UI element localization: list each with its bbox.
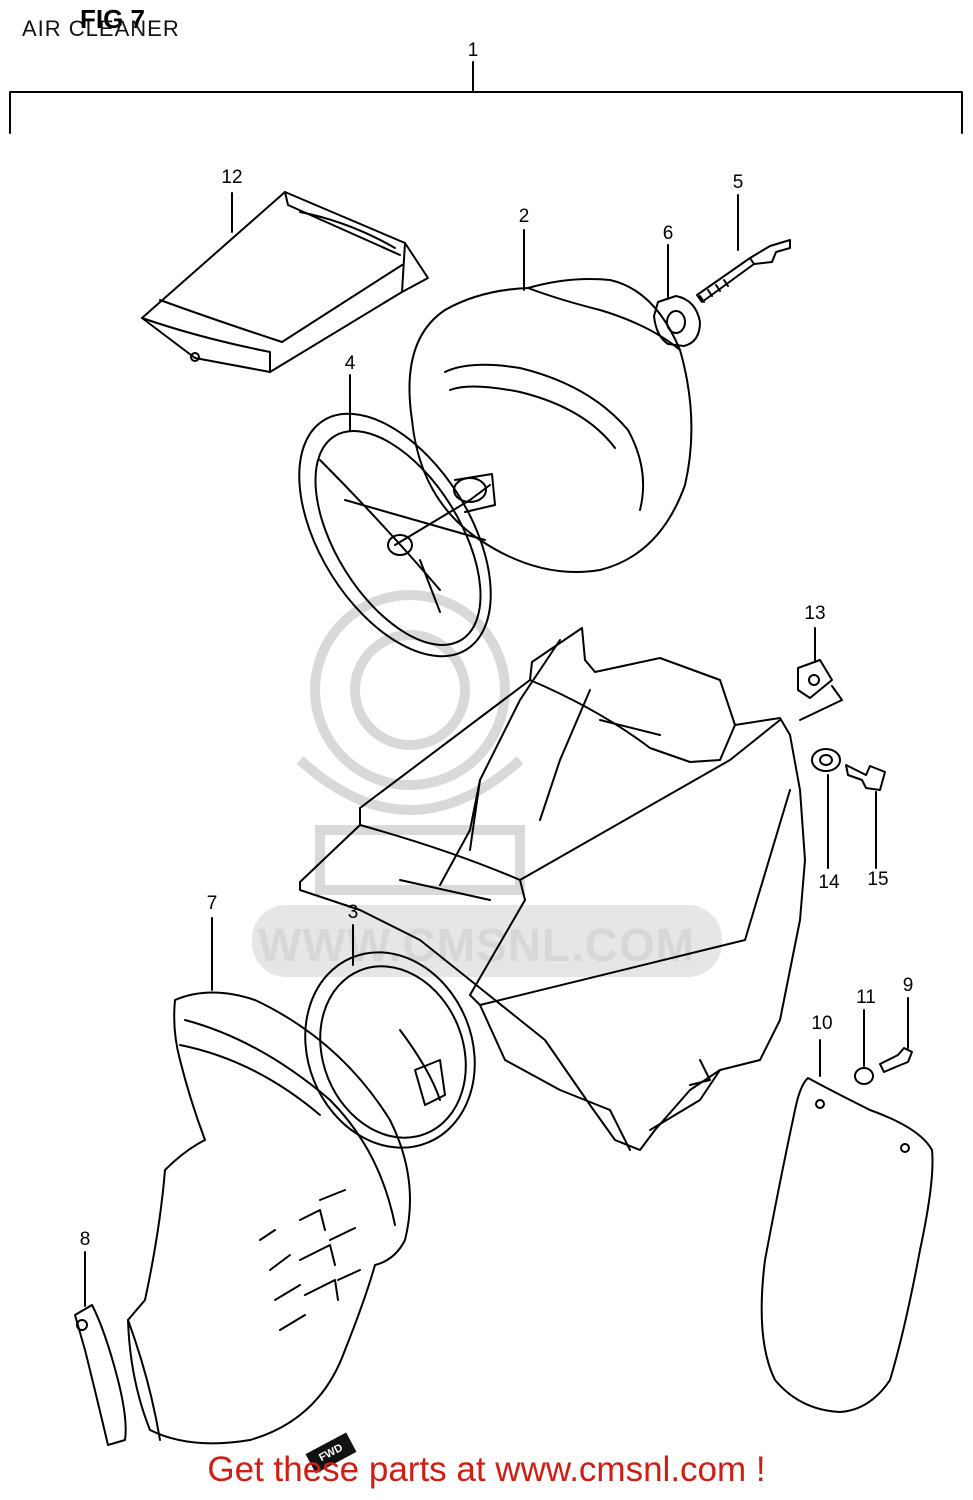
part-2-filter [408,278,693,573]
part-12-cover [141,191,429,373]
callout-7[interactable]: 7 [206,893,218,914]
callout-11[interactable]: 11 [856,987,876,1008]
footer-link[interactable]: Get these parts at www.cmsnl.com ! [207,1450,766,1489]
callout-14[interactable]: 14 [818,872,840,893]
part-13-clip [797,659,843,721]
part-3-joint [304,951,476,1149]
part-15-bolt [845,764,886,869]
part-11-washer [854,1009,874,1085]
callout-2[interactable]: 2 [518,206,530,227]
part-14-collar [811,748,841,869]
callout-1[interactable]: 1 [467,40,479,61]
callout-15[interactable]: 15 [867,869,889,890]
assembly-bracket [9,91,963,134]
callout-8[interactable]: 8 [79,1229,91,1250]
part-9-screw [879,997,913,1073]
part-10-side-cover [760,1077,934,1413]
callout-9[interactable]: 9 [902,975,914,996]
callout-6[interactable]: 6 [662,223,674,244]
watermark-text: WWW.CMSNL.COM [258,919,696,971]
air-box [299,627,806,1151]
callout-10[interactable]: 10 [811,1013,833,1034]
part-8-clamp [74,1304,127,1446]
callout-5[interactable]: 5 [732,172,744,193]
callout-12[interactable]: 12 [221,167,243,188]
callout-13[interactable]: 13 [804,603,826,624]
part-4-cage [298,412,492,658]
part-5-bolt [696,239,791,303]
part-7-tube [127,991,411,1445]
figure-title: AIR CLEANER [22,16,180,41]
callout-3[interactable]: 3 [347,902,359,923]
figure-number: FIG 7 [80,4,146,34]
callout-4[interactable]: 4 [344,353,356,374]
part-6-grommet [653,295,701,347]
